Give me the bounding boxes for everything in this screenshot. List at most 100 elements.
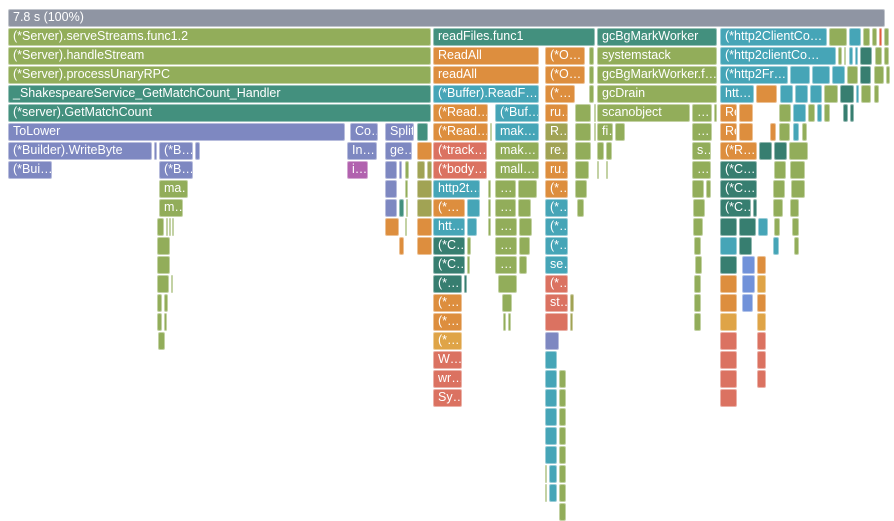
flame-frame[interactable] xyxy=(464,275,467,293)
flame-frame[interactable] xyxy=(849,47,853,65)
flame-frame[interactable] xyxy=(739,237,752,255)
flame-frame[interactable] xyxy=(164,313,167,331)
flame-frame[interactable] xyxy=(757,313,766,331)
flame-frame[interactable] xyxy=(861,85,871,103)
flame-frame[interactable] xyxy=(399,199,404,217)
flame-frame[interactable] xyxy=(840,85,854,103)
flame-frame[interactable] xyxy=(385,199,397,217)
flame-frame[interactable] xyxy=(757,332,766,350)
flame-frame[interactable] xyxy=(559,408,566,426)
flame-frame[interactable]: (*C… xyxy=(433,256,465,274)
flame-frame[interactable] xyxy=(855,47,858,65)
flame-frame[interactable]: htt… xyxy=(720,85,754,103)
flame-frame[interactable] xyxy=(503,313,506,331)
flame-frame[interactable] xyxy=(467,199,480,217)
flame-frame[interactable] xyxy=(519,256,527,274)
flame-frame[interactable] xyxy=(780,85,793,103)
flame-frame[interactable] xyxy=(720,275,737,293)
flame-frame[interactable] xyxy=(694,294,701,312)
flame-frame[interactable] xyxy=(829,28,847,46)
flame-frame[interactable]: (*… xyxy=(545,199,568,217)
flame-frame[interactable] xyxy=(779,104,791,122)
flame-frame[interactable] xyxy=(606,161,608,179)
flame-frame[interactable]: (*R… xyxy=(720,142,757,160)
flame-frame[interactable] xyxy=(195,142,200,160)
flame-frame[interactable] xyxy=(549,484,557,502)
flame-frame[interactable] xyxy=(757,294,766,312)
flame-frame[interactable] xyxy=(399,161,402,179)
flame-frame[interactable]: i… xyxy=(347,161,368,179)
flame-frame[interactable]: (*B… xyxy=(159,142,193,160)
flame-frame[interactable] xyxy=(810,85,822,103)
flame-frame[interactable]: (*Server).handleStream xyxy=(8,47,431,65)
flame-frame[interactable] xyxy=(812,66,830,84)
flame-frame[interactable] xyxy=(169,218,171,236)
flame-frame[interactable] xyxy=(757,370,766,388)
flame-frame[interactable]: st… xyxy=(545,294,568,312)
flame-frame[interactable] xyxy=(508,313,511,331)
flame-frame[interactable]: gcDrain xyxy=(597,85,717,103)
flame-frame[interactable] xyxy=(790,161,805,179)
flame-frame[interactable] xyxy=(753,199,757,217)
flame-frame[interactable] xyxy=(417,218,432,236)
flame-frame[interactable] xyxy=(739,104,753,122)
flame-frame[interactable] xyxy=(860,47,872,65)
flame-frame[interactable] xyxy=(502,294,512,312)
flame-frame[interactable] xyxy=(427,161,432,179)
flame-frame[interactable]: readAll xyxy=(433,66,539,84)
flame-frame[interactable]: Split xyxy=(385,123,414,141)
flame-frame[interactable] xyxy=(856,85,859,103)
flame-frame[interactable] xyxy=(692,180,704,198)
flame-frame[interactable]: (*B… xyxy=(159,161,193,179)
flame-frame[interactable]: Re… xyxy=(720,123,737,141)
flame-frame[interactable] xyxy=(157,256,170,274)
flame-frame[interactable]: Co… xyxy=(350,123,378,141)
flame-frame[interactable] xyxy=(158,332,165,350)
flame-frame[interactable]: Re… xyxy=(720,104,737,122)
flame-frame[interactable] xyxy=(171,275,173,293)
flame-frame[interactable]: … xyxy=(692,104,712,122)
flame-frame[interactable] xyxy=(720,256,737,274)
flame-frame[interactable] xyxy=(545,465,547,483)
flame-frame[interactable] xyxy=(720,313,737,331)
flame-frame[interactable]: Sy… xyxy=(433,389,462,407)
flame-frame[interactable]: re… xyxy=(545,142,568,160)
flame-frame[interactable] xyxy=(518,180,537,198)
flame-frame[interactable] xyxy=(545,427,557,445)
flame-frame[interactable]: (*O… xyxy=(545,66,585,84)
flame-frame[interactable]: (*http2Fr… xyxy=(720,66,788,84)
flame-frame[interactable] xyxy=(417,123,428,141)
flame-frame[interactable] xyxy=(519,237,530,255)
flame-frame[interactable] xyxy=(417,161,425,179)
flame-frame[interactable] xyxy=(559,370,566,388)
flame-frame[interactable]: ReadAll xyxy=(433,47,539,65)
flame-frame[interactable]: (*C… xyxy=(720,161,757,179)
flame-frame[interactable] xyxy=(519,218,532,236)
flame-frame[interactable] xyxy=(824,104,830,122)
flame-frame[interactable]: systemstack xyxy=(597,47,717,65)
flame-frame[interactable] xyxy=(559,484,566,502)
flame-frame[interactable] xyxy=(559,446,566,464)
flame-frame[interactable]: … xyxy=(495,256,517,274)
flame-frame[interactable] xyxy=(172,218,174,236)
flame-frame[interactable] xyxy=(467,256,470,274)
flame-frame[interactable]: (*Read… xyxy=(433,123,488,141)
flame-frame[interactable] xyxy=(157,313,162,331)
flame-frame[interactable] xyxy=(157,237,170,255)
flame-frame[interactable] xyxy=(849,28,861,46)
flame-frame[interactable] xyxy=(385,161,397,179)
flame-frame[interactable] xyxy=(838,47,842,65)
flame-frame[interactable]: readFiles.func1 xyxy=(433,28,595,46)
flame-frame[interactable] xyxy=(597,161,599,179)
flame-frame[interactable] xyxy=(575,142,591,160)
flame-frame[interactable] xyxy=(720,218,737,236)
flame-frame[interactable] xyxy=(405,161,409,179)
flame-frame[interactable] xyxy=(467,237,471,255)
flame-frame[interactable]: (*… xyxy=(545,237,568,255)
flame-frame[interactable] xyxy=(742,294,753,312)
flame-frame[interactable] xyxy=(824,85,838,103)
flame-frame[interactable]: W… xyxy=(433,351,462,369)
flame-frame[interactable] xyxy=(757,275,766,293)
flame-frame[interactable]: … xyxy=(495,237,517,255)
flame-frame[interactable]: (*C… xyxy=(720,199,751,217)
